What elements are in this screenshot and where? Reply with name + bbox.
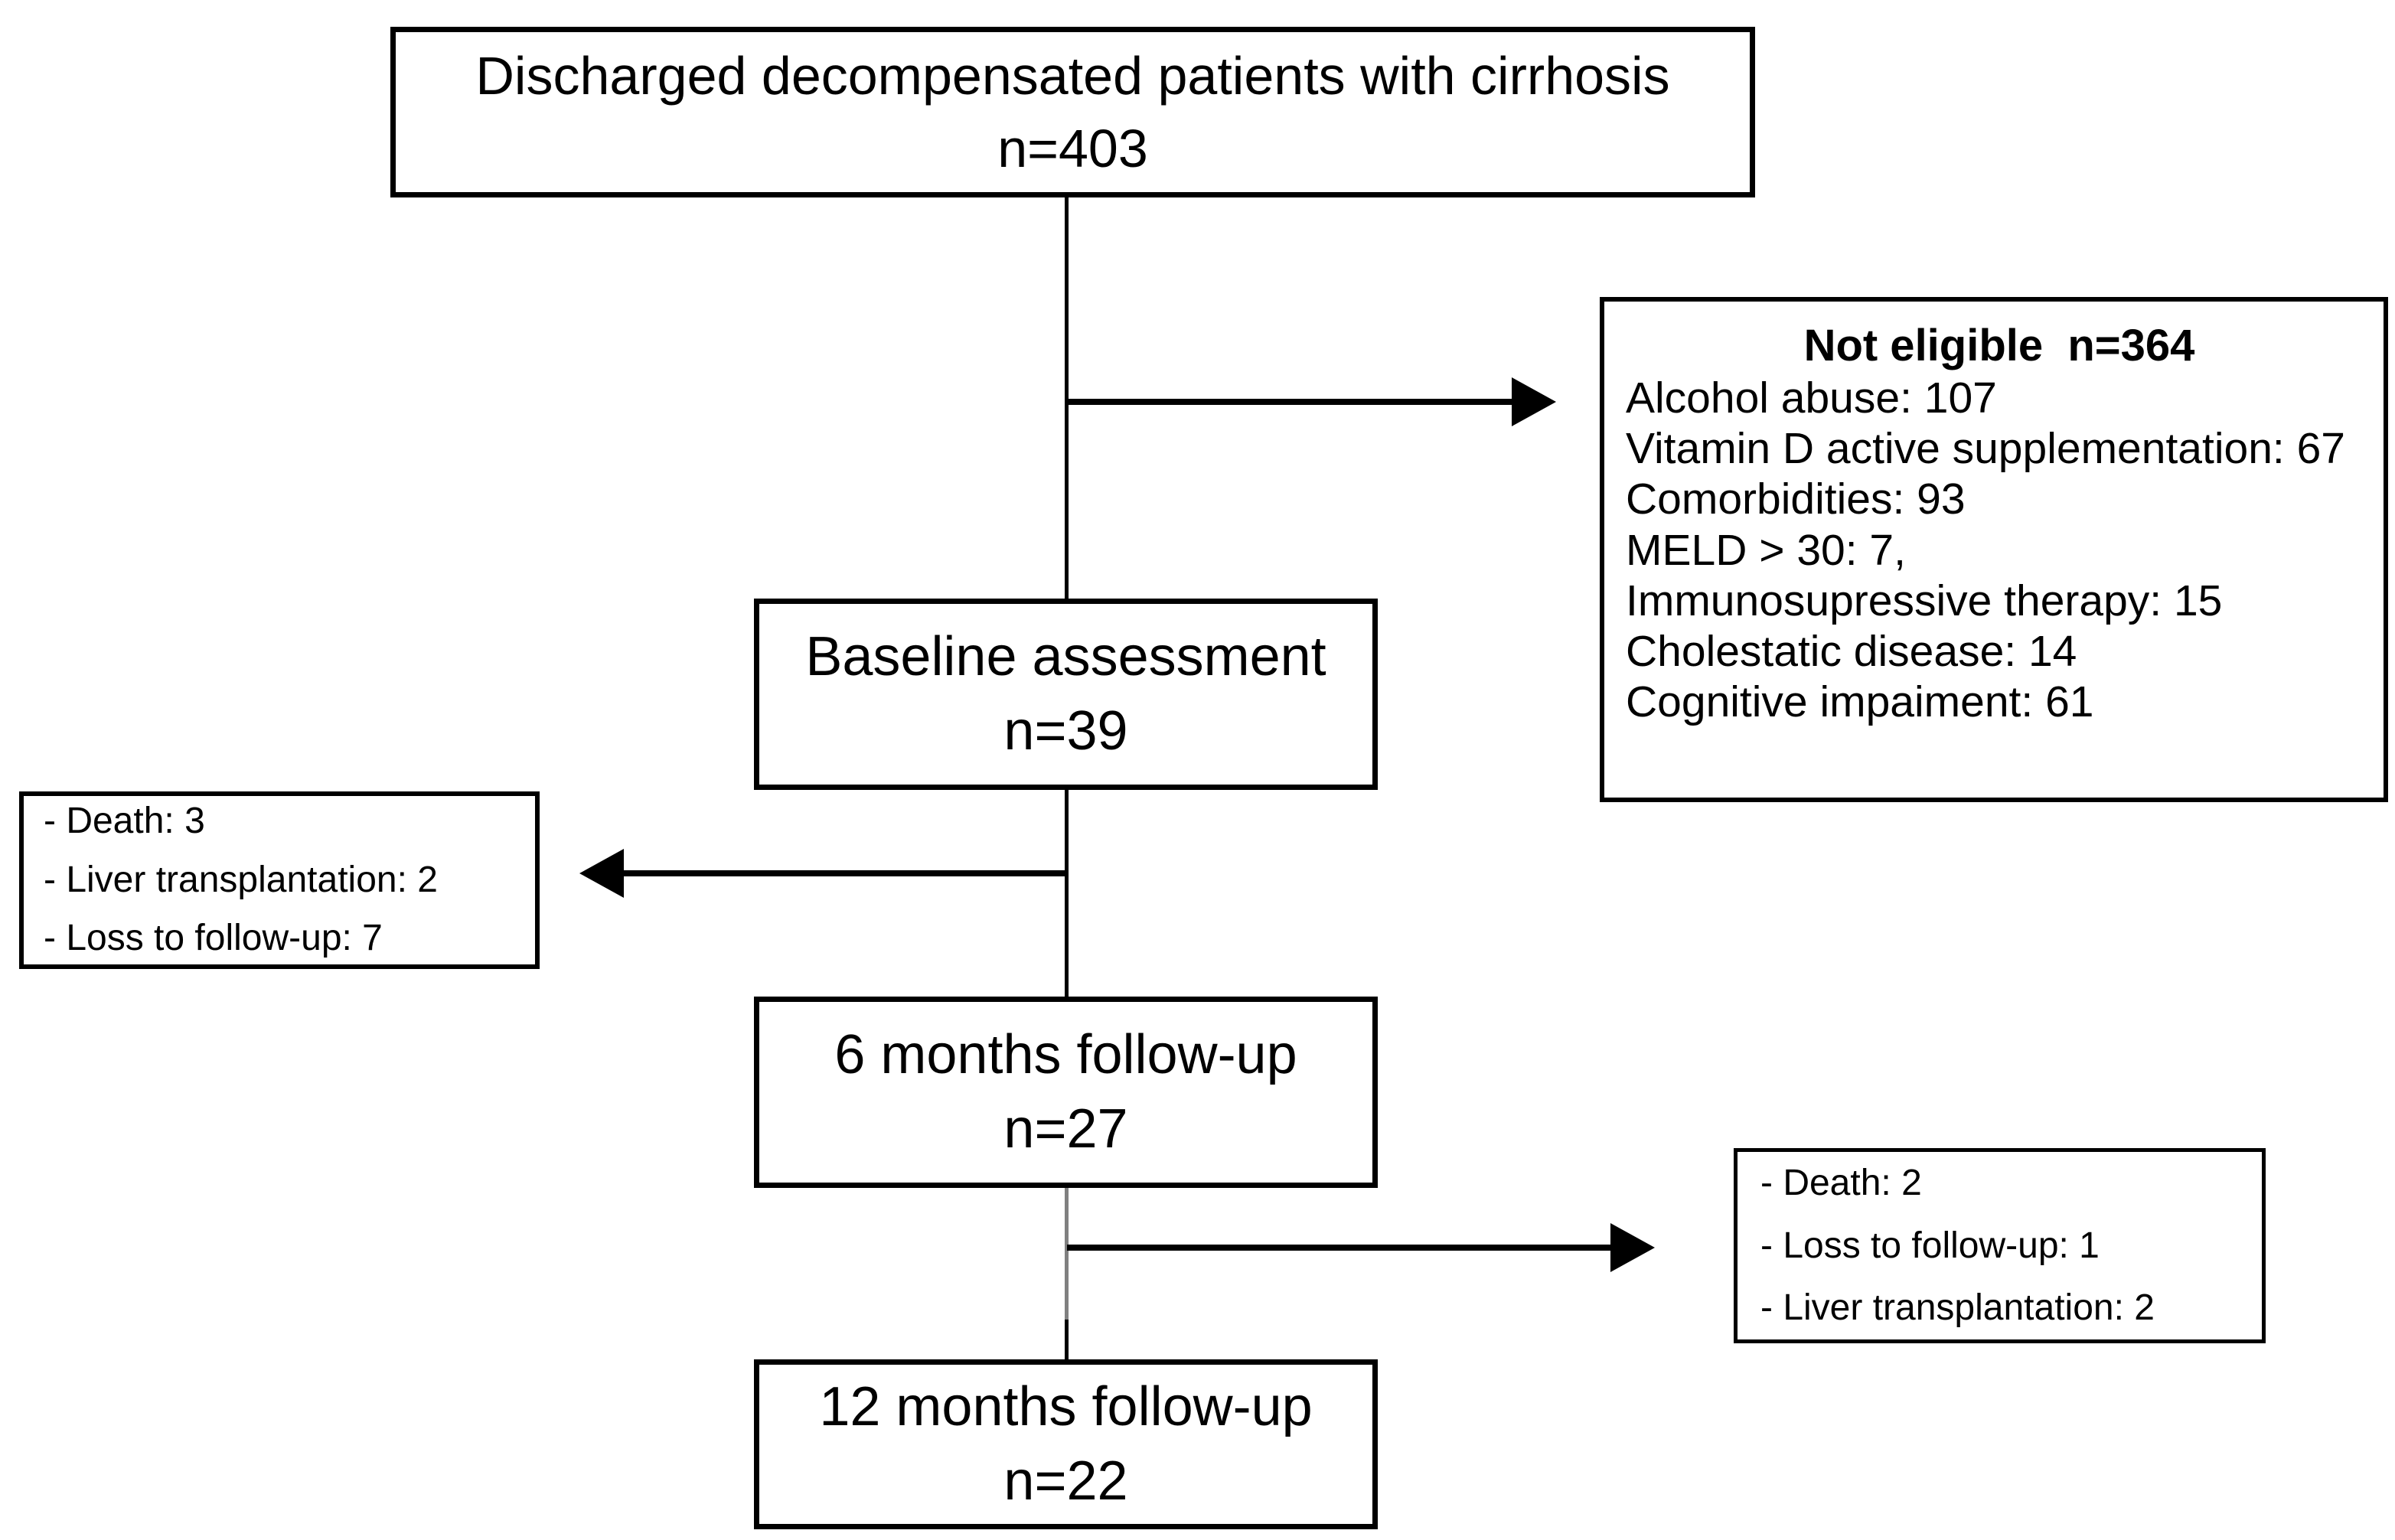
dropout-item: - Death: 2 [1760, 1163, 1922, 1204]
not-eligible-title: Not eligible n=364 [1803, 321, 2195, 370]
node-discharged-patients: Discharged decompensated patients with c… [390, 27, 1755, 197]
connector-six-to-twelve-black-segment [1065, 1320, 1069, 1362]
node-six-months-count: n=27 [1003, 1098, 1128, 1160]
not-eligible-item: Alcohol abuse: 107 [1626, 374, 1997, 423]
node-baseline-dropout: - Death: 3 - Liver transplantation: 2 - … [19, 791, 540, 969]
node-twelve-months-label: 12 months follow-up [819, 1375, 1313, 1437]
not-eligible-item: Immunosupressive therapy: 15 [1626, 576, 2223, 625]
arrowhead-left-icon [579, 849, 624, 898]
connector-six-to-twelve-gray-segment [1065, 1185, 1069, 1320]
node-baseline-assessment: Baseline assessment n=39 [754, 599, 1378, 790]
node-discharged-count: n=403 [997, 118, 1148, 178]
not-eligible-item: MELD > 30: 7, [1626, 525, 1906, 575]
not-eligible-item: Vitamin D active supplementation: 67 [1626, 424, 2345, 474]
connector-baseline-to-six-months [1065, 787, 1069, 998]
arrowhead-right-icon [1512, 377, 1556, 426]
not-eligible-item: Cognitive impaiment: 61 [1626, 677, 2094, 726]
arrowhead-right-icon [1610, 1223, 1655, 1272]
node-six-months-dropout: - Death: 2 - Loss to follow-up: 1 - Live… [1734, 1148, 2266, 1343]
dropout-item: - Loss to follow-up: 1 [1760, 1225, 2100, 1266]
not-eligible-item: Comorbidities: 93 [1626, 475, 1966, 524]
node-discharged-label: Discharged decompensated patients with c… [475, 46, 1670, 106]
node-baseline-count: n=39 [1003, 700, 1128, 762]
node-not-eligible: Not eligible n=364 Alcohol abuse: 107 Vi… [1600, 297, 2388, 802]
branch-line-six-dropout [1067, 1245, 1612, 1251]
node-six-months-follow-up: 6 months follow-up n=27 [754, 997, 1378, 1188]
dropout-item: - Loss to follow-up: 7 [44, 918, 383, 959]
branch-line-not-eligible [1067, 399, 1513, 405]
branch-line-baseline-dropout [622, 870, 1066, 876]
dropout-item: - Liver transplantation: 2 [1760, 1287, 2155, 1329]
node-twelve-months-follow-up: 12 months follow-up n=22 [754, 1359, 1378, 1529]
node-baseline-label: Baseline assessment [805, 625, 1326, 687]
node-twelve-months-count: n=22 [1003, 1450, 1128, 1512]
not-eligible-item: Cholestatic disease: 14 [1626, 626, 2077, 676]
node-six-months-label: 6 months follow-up [834, 1023, 1297, 1085]
dropout-item: - Death: 3 [44, 800, 205, 841]
connector-discharged-to-baseline [1065, 193, 1069, 600]
dropout-item: - Liver transplantation: 2 [44, 859, 438, 900]
